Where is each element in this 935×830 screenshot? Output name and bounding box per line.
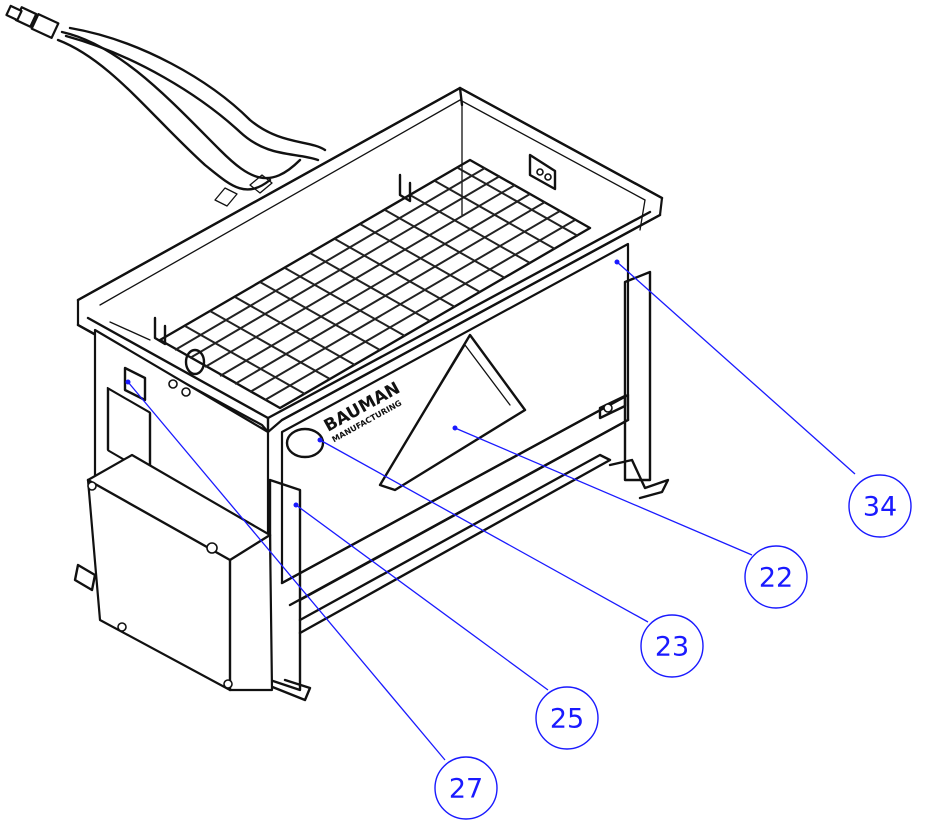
decal-oval [285,427,325,459]
callout-27-label: 27 [449,774,483,805]
callout-22-label: 22 [759,563,793,594]
callout-27: 27 [434,756,498,820]
callout-34-label: 34 [863,492,897,523]
callout-25: 25 [535,686,599,750]
callout-22: 22 [744,545,808,609]
frame [253,270,670,702]
callout-34: 34 [848,474,912,538]
quick-coupler [5,4,60,39]
hydraulic-hoses [5,4,327,207]
grate-hooks [153,153,557,376]
leader-lines [125,259,856,761]
callout-23-label: 23 [655,632,689,663]
callout-25-label: 25 [550,704,584,735]
control-box [73,453,274,692]
callout-23: 23 [640,614,704,678]
grate [158,158,592,410]
hopper-rim [76,86,664,434]
